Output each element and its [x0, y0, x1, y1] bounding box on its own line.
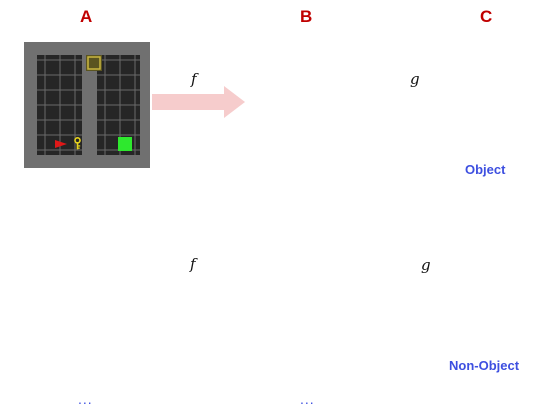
- column-label-b: B: [300, 7, 313, 26]
- non-object-caption: Non-Object: [449, 358, 520, 373]
- column-label-a: A: [80, 7, 93, 26]
- column-label-c: C: [480, 7, 493, 26]
- function-g-top-label: g: [410, 70, 420, 88]
- goal-tile: [118, 137, 132, 151]
- ellipsis-b: ...: [300, 391, 315, 407]
- maze-panel-a-top: [24, 42, 150, 168]
- ellipsis-a: ...: [78, 391, 93, 407]
- agent-icon: [55, 140, 67, 148]
- function-g-bottom-label: g: [421, 256, 431, 274]
- function-f-top-label: f: [191, 70, 197, 88]
- object-caption: Object: [465, 162, 506, 177]
- function-f-bottom-label: f: [190, 255, 196, 273]
- arrow-f-top: [152, 86, 245, 118]
